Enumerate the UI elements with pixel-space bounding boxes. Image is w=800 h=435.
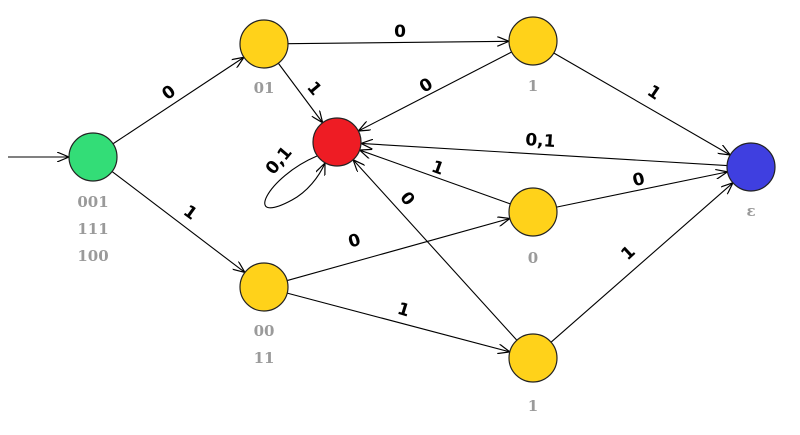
transition-edge-q1a-qeps — [553, 52, 730, 155]
transition-edge-q0b-qsink — [360, 150, 511, 205]
transition-edge-q1a-qsink — [358, 51, 512, 131]
transition-label-q00-q0b: 0 — [346, 230, 363, 253]
transition-label-q0-q00: 1 — [179, 201, 200, 224]
transition-label-q01-q1a: 0 — [394, 22, 406, 42]
transition-edge-qsink-qsink — [264, 155, 325, 209]
transition-edge-q0b-qeps — [556, 172, 728, 208]
state-node-qsink — [312, 117, 362, 167]
transition-edge-q1c-qsink — [353, 160, 518, 341]
transition-label-q01-qsink: 1 — [302, 78, 325, 100]
state-label-q0-0: 001 — [77, 193, 108, 211]
transition-edge-q0-q00 — [111, 171, 245, 273]
transition-label-qeps-qsink: 0,1 — [525, 130, 556, 152]
state-label-q1c-0: 1 — [528, 397, 538, 415]
transition-edge-q00-q0b — [286, 218, 510, 282]
transition-label-q1c-qsink: 0 — [395, 188, 418, 210]
state-node-q0 — [68, 132, 118, 182]
transition-label-q1a-qsink: 0 — [416, 74, 437, 97]
state-label-q00-1: 11 — [254, 349, 275, 367]
state-node-q1a — [508, 16, 558, 66]
state-node-q01 — [239, 19, 289, 69]
transition-edge-q1c-qeps — [550, 183, 733, 343]
transition-edge-qeps-qsink — [361, 143, 728, 167]
transition-edge-q0-q01 — [112, 57, 244, 145]
transition-label-q0b-qeps: 0 — [631, 169, 647, 191]
state-node-q0b — [508, 187, 558, 237]
transition-label-q00-q1c: 1 — [395, 299, 412, 322]
state-node-qeps — [726, 142, 776, 192]
state-label-q0-1: 111 — [77, 220, 108, 238]
state-label-q00-0: 00 — [254, 322, 275, 340]
state-label-q1a-0: 1 — [528, 77, 538, 95]
transition-label-q1c-qeps: 1 — [617, 242, 639, 265]
transition-edge-q01-qsink — [277, 62, 322, 123]
transition-label-q0b-qsink: 1 — [429, 157, 447, 180]
state-node-q00 — [239, 262, 289, 312]
state-node-q1c — [508, 333, 558, 383]
transition-label-q1a-qeps: 1 — [643, 81, 664, 104]
state-label-qeps-0: ε — [746, 202, 755, 220]
state-label-q01-0: 01 — [254, 79, 275, 97]
state-label-q0-2: 100 — [77, 247, 108, 265]
transition-label-q0-q01: 0 — [158, 81, 179, 104]
transition-label-qsink-qsink: 0,1 — [262, 143, 297, 179]
state-label-q0b-0: 0 — [528, 249, 538, 267]
transition-edge-q01-q1a — [287, 41, 509, 43]
transition-edge-q00-q1c — [287, 292, 510, 352]
